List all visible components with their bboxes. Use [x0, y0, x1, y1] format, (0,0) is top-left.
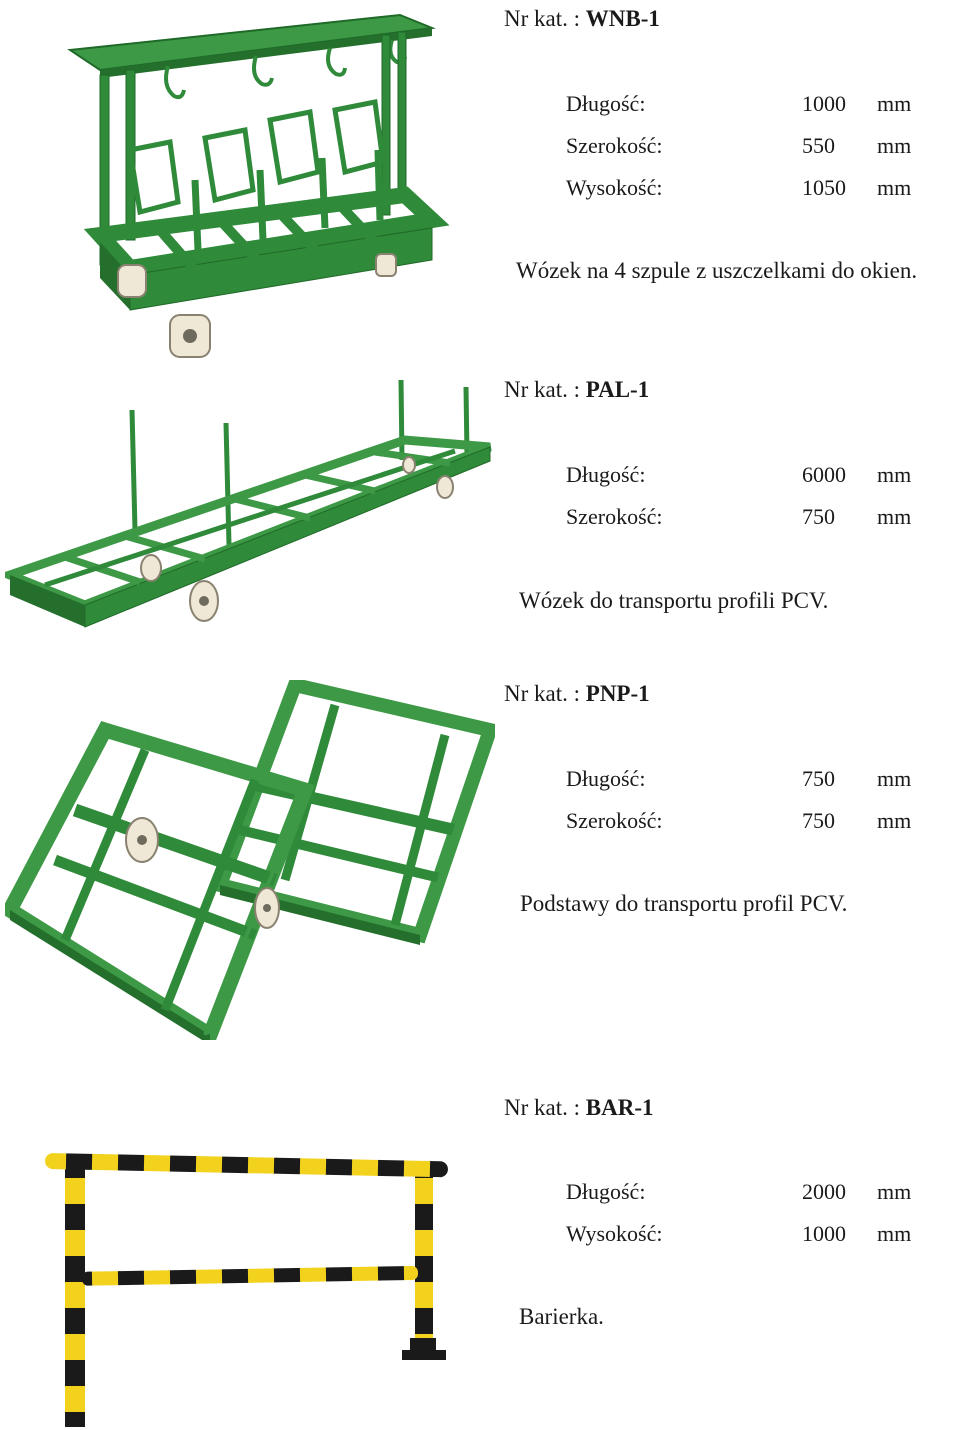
- catalog-number: Nr kat. : BAR-1: [504, 1095, 654, 1120]
- spec-row-length: Długość: 2000 mm: [566, 1179, 912, 1204]
- pal-1-cart-image: [5, 375, 495, 630]
- spec-row-length: Długość: 750 mm: [566, 766, 912, 791]
- catalog-number: Nr kat. : WNB-1: [504, 6, 660, 31]
- product-code: PNP-1: [585, 681, 650, 706]
- product-wnb-1: Nr kat. : WNB-1 Długość: 1000 mm Szeroko…: [0, 0, 960, 370]
- spec-row-width: Szerokość: 550 mm: [566, 133, 912, 158]
- bar-1-barrier-image: [40, 1152, 455, 1427]
- product-pnp-1: Nr kat. : PNP-1 Długość: 750 mm Szerokoś…: [0, 670, 960, 1090]
- spec-row-width: Szerokość: 750 mm: [566, 808, 912, 833]
- catalog-number: Nr kat. : PAL-1: [504, 377, 650, 402]
- wnb-1-cart-image: [60, 10, 460, 365]
- product-description: Podstawy do transportu profil PCV.: [520, 891, 848, 916]
- product-code: WNB-1: [585, 6, 660, 31]
- spec-row-length: Długość: 6000 mm: [566, 462, 912, 487]
- product-description: Wózek na 4 szpule z uszczelkami do okien…: [516, 258, 918, 283]
- product-code: BAR-1: [585, 1095, 654, 1120]
- spec-row-width: Szerokość: 750 mm: [566, 504, 912, 529]
- product-code: PAL-1: [585, 377, 650, 402]
- spec-row-length: Długość: 1000 mm: [566, 91, 912, 116]
- spec-row-height: Wysokość: 1050 mm: [566, 175, 912, 200]
- catalog-number: Nr kat. : PNP-1: [504, 681, 650, 706]
- product-bar-1: Nr kat. : BAR-1 Długość: 2000 mm Wysokoś…: [0, 1090, 960, 1430]
- product-description: Wózek do transportu profili PCV.: [519, 588, 829, 613]
- spec-row-height: Wysokość: 1000 mm: [566, 1221, 912, 1246]
- product-pal-1: Nr kat. : PAL-1 Długość: 6000 mm Szeroko…: [0, 370, 960, 670]
- product-description: Barierka.: [519, 1304, 604, 1329]
- pnp-1-bases-image: [5, 680, 495, 1040]
